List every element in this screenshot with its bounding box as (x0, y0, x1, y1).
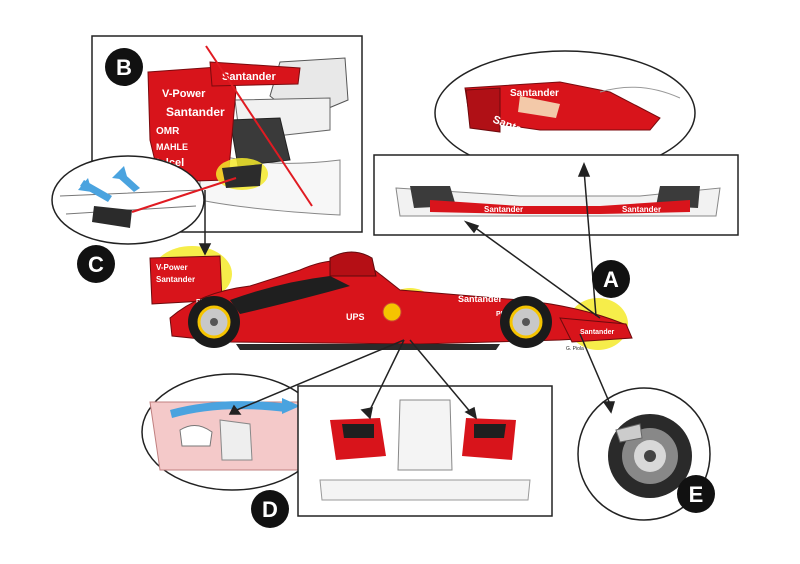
body-ups-text: UPS (346, 312, 365, 322)
endplate-mahle-text: MAHLE (156, 142, 188, 152)
svg-text:A: A (603, 267, 619, 292)
nose-santander-text: Santander (510, 88, 559, 99)
artist-signature: G. Piola (566, 346, 584, 352)
connector-arrows (198, 162, 616, 420)
upper-wing-santander-text: Santander (222, 71, 277, 83)
front-wheel (500, 296, 552, 348)
front-wing (559, 317, 633, 343)
endplate-omr-text: OMR (156, 126, 180, 137)
rear-wing-santander: Santander (156, 275, 195, 284)
inset-b-rear-wing: V-Power Santander Santander OMR MAHLE te… (91, 35, 363, 233)
callout-badge-d: D (251, 490, 289, 528)
front-view-santander-text-2: Santander (622, 205, 661, 214)
inset-c-slot-detail (51, 155, 237, 245)
svg-text:D: D (262, 497, 278, 522)
inset-front-view-sidepods (297, 385, 553, 517)
main-car-side-view: V-Power Santander UPS Santander PIRELLI … (149, 246, 633, 352)
svg-text:B: B (116, 55, 132, 80)
callout-badge-e: E (677, 475, 715, 513)
callout-badge-a: A (592, 260, 630, 298)
sidepod-santander-text: Santander (458, 294, 503, 304)
inset-a-front-view: Santander Santander (373, 154, 739, 236)
callout-badge-c: C (77, 245, 115, 283)
front-wing-santander: Santander (580, 329, 615, 336)
inset-b-red-pointer (205, 45, 313, 207)
svg-text:C: C (88, 252, 104, 277)
shell-logo-icon (382, 302, 402, 322)
rear-wing-vpower: V-Power (156, 263, 188, 272)
connector-c-to-b (131, 177, 237, 213)
inset-a-front-wing-oval: Santander Santander (434, 50, 696, 176)
svg-text:E: E (689, 482, 704, 507)
rear-wheel (188, 296, 240, 348)
inset-e-brake-duct (577, 387, 711, 521)
endplate-santander-text: Santander (166, 105, 225, 119)
inset-d-sidepod-oval (141, 373, 323, 491)
front-view-santander-text: Santander (484, 205, 523, 214)
endplate-vpower-text: V-Power (162, 88, 206, 100)
callout-badge-b: B (105, 48, 143, 86)
